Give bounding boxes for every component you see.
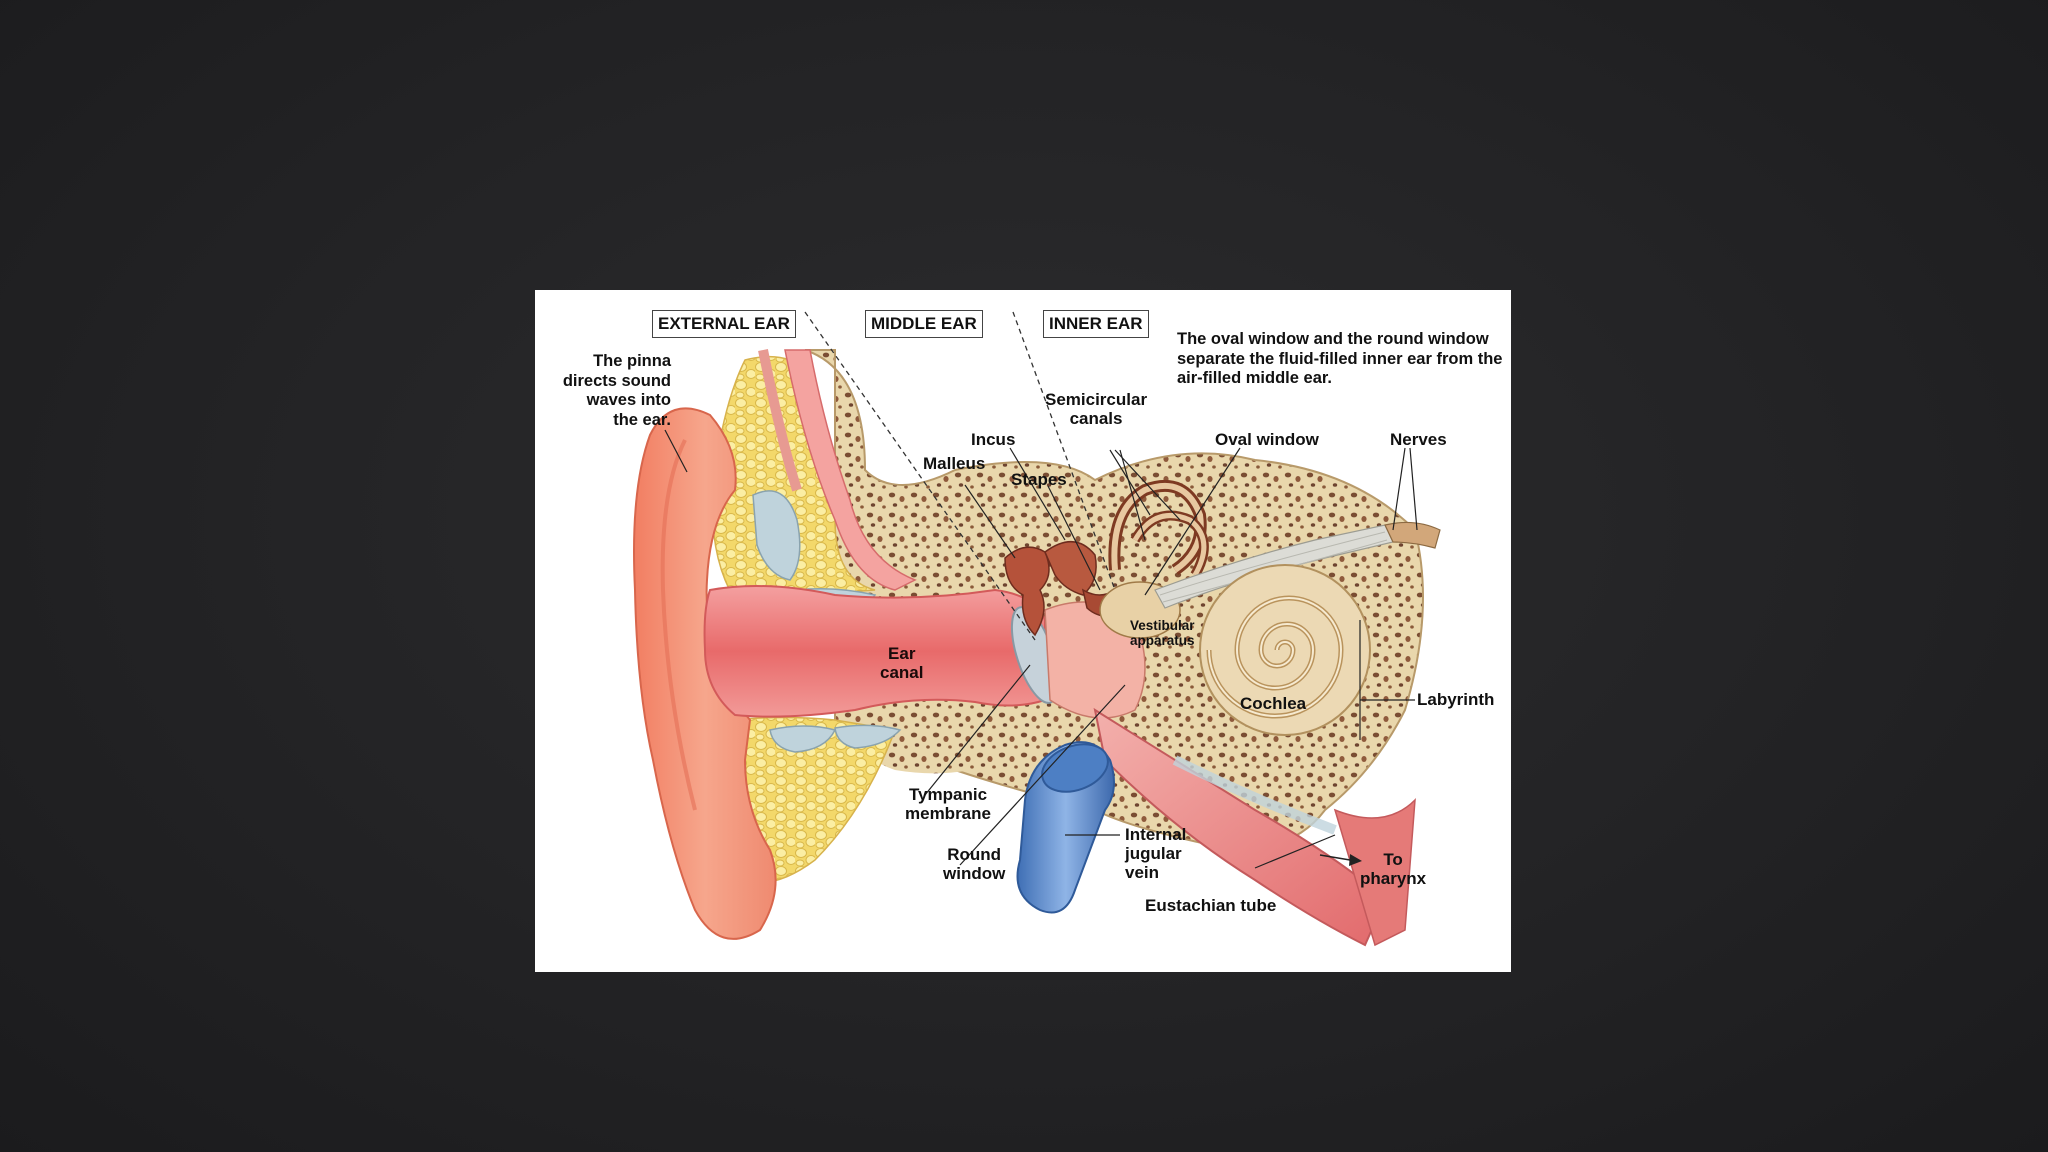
label-ear-canal: Ear canal <box>880 644 924 682</box>
label-semicircular-canals: Semicircular canals <box>1045 390 1148 428</box>
label-incus: Incus <box>971 430 1016 449</box>
label-vestibular-apparatus: Vestibular apparatus <box>1130 618 1195 648</box>
section-external-ear: EXTERNAL EAR <box>652 310 796 338</box>
ear-anatomy-figure: EXTERNAL EAR MIDDLE EAR INNER EAR The pi… <box>535 290 1511 972</box>
label-eustachian-tube: Eustachian tube <box>1145 896 1277 915</box>
label-stapes: Stapes <box>1011 470 1067 489</box>
label-tympanic-membrane: Tympanic membrane <box>905 785 991 823</box>
label-nerves: Nerves <box>1390 430 1447 449</box>
label-oval-window: Oval window <box>1215 430 1319 449</box>
section-inner-ear: INNER EAR <box>1043 310 1149 338</box>
window-note: The oval window and the round window sep… <box>1177 330 1503 387</box>
label-cochlea: Cochlea <box>1240 694 1307 713</box>
ear-illustration <box>633 311 1441 947</box>
label-malleus: Malleus <box>923 454 986 473</box>
pinna-note: The pinna directs sound waves into the e… <box>562 352 671 429</box>
label-round-window: Round window <box>943 845 1006 883</box>
pinna-term: pinna <box>627 352 671 370</box>
label-labyrinth: Labyrinth <box>1417 690 1495 709</box>
section-middle-ear: MIDDLE EAR <box>865 310 983 338</box>
label-internal-jugular-vein: Internal jugular vein <box>1125 825 1187 882</box>
label-to-pharynx: To pharynx <box>1360 850 1427 888</box>
